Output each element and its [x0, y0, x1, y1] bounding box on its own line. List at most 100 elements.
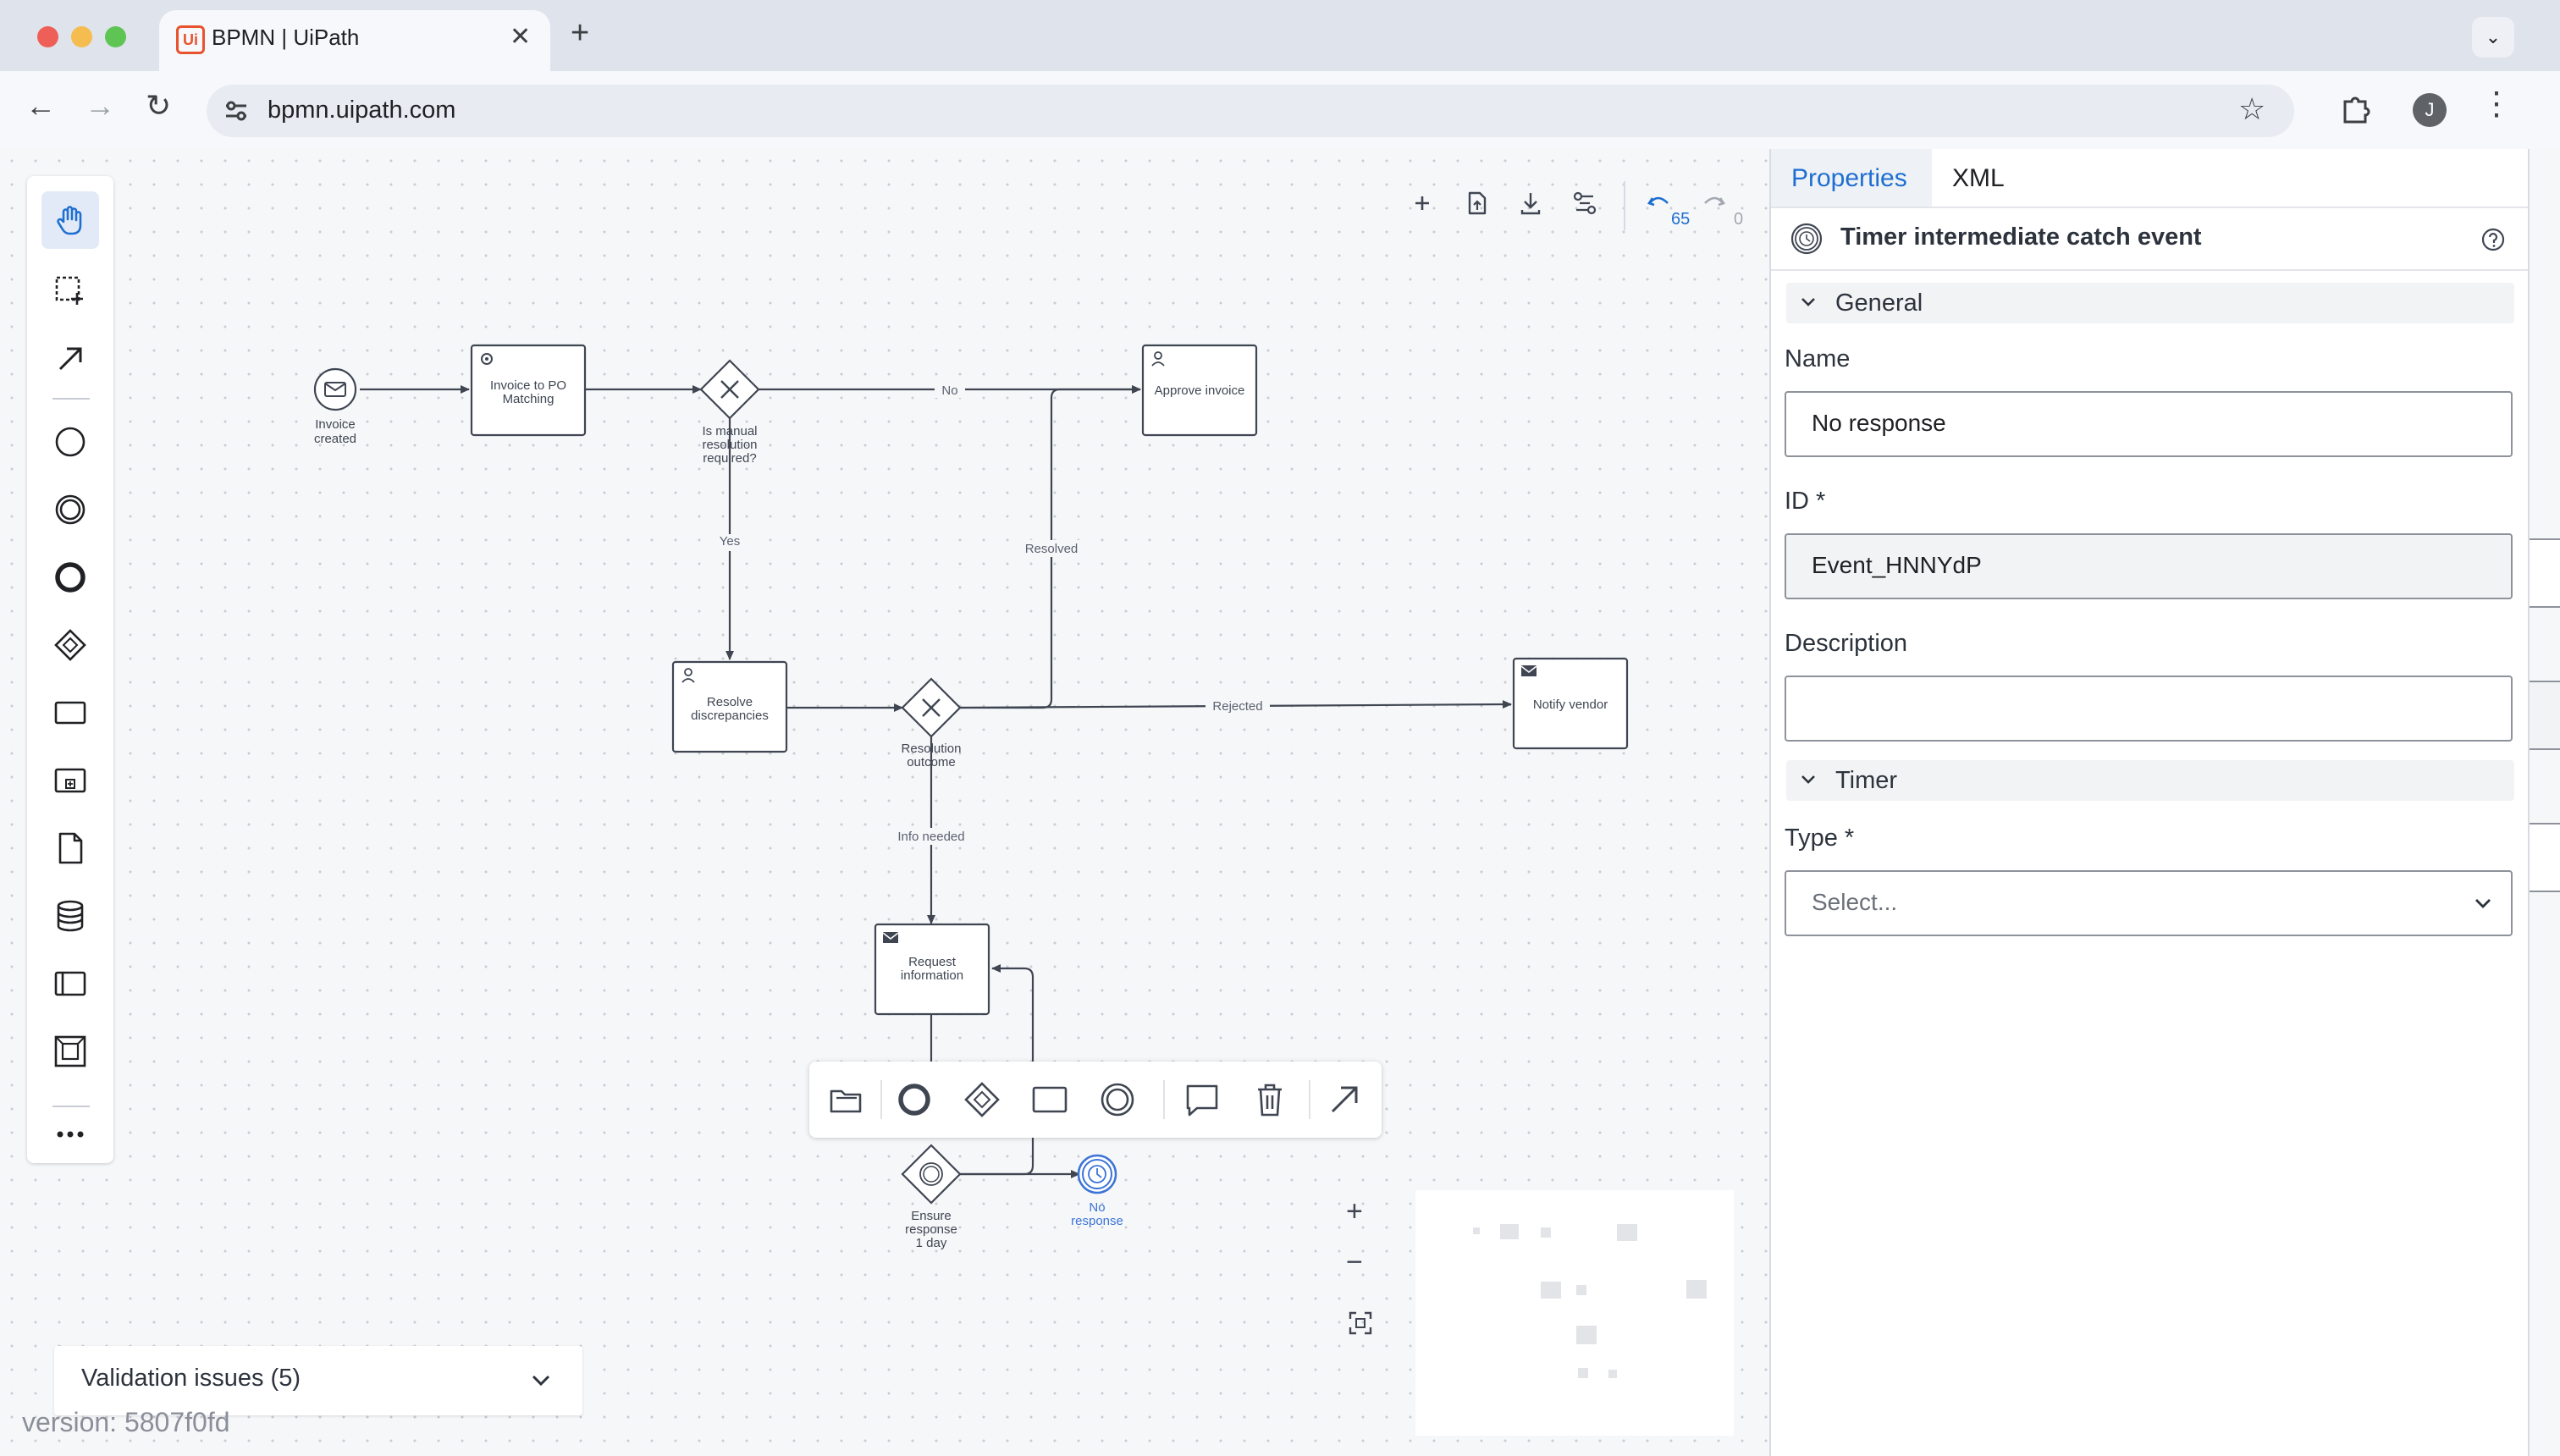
envelope-icon: [1520, 665, 1537, 676]
svg-text:1 day: 1 day: [916, 1236, 947, 1250]
task-request-information[interactable]: Request information: [874, 923, 990, 1016]
svg-text:outcome: outcome: [907, 755, 956, 769]
more-tools-icon[interactable]: [41, 1117, 99, 1153]
forward-arrow-icon[interactable]: →: [85, 88, 115, 123]
append-task-icon[interactable]: [1029, 1079, 1070, 1124]
gateway-resolution-outcome[interactable]: Resolution outcome: [901, 677, 962, 769]
reload-icon[interactable]: ↻: [146, 88, 172, 123]
svg-text:discrepancies: discrepancies: [691, 709, 769, 723]
user-icon: [681, 668, 695, 683]
chevron-down-icon: [2475, 899, 2491, 908]
address-bar[interactable]: bpmn.uipath.com ☆: [207, 85, 2294, 137]
auto-layout-icon[interactable]: [1568, 186, 1602, 224]
connect-icon[interactable]: [1324, 1079, 1365, 1124]
profile-avatar[interactable]: J: [2413, 93, 2447, 127]
svg-text:Invoice to PO: Invoice to PO: [490, 378, 566, 393]
minimize-window-button[interactable]: [71, 26, 92, 47]
edge-label-info-needed: Info needed: [897, 830, 964, 844]
maximize-window-button[interactable]: [105, 26, 126, 47]
zoom-in-button[interactable]: +: [1346, 1195, 1363, 1227]
version-label: version: 5807f0fd: [22, 1407, 230, 1437]
svg-text:Resolution: Resolution: [902, 742, 962, 756]
validation-issues-dropdown[interactable]: Validation issues (5): [54, 1346, 582, 1415]
connect-arrow-icon[interactable]: [41, 328, 99, 386]
download-icon[interactable]: [1514, 186, 1548, 224]
edge-label-rejected: Rejected: [1212, 699, 1262, 714]
validation-issues-label: Validation issues (5): [81, 1365, 301, 1392]
subprocess-icon[interactable]: [41, 752, 99, 809]
open-file-icon[interactable]: [1459, 186, 1493, 224]
data-store-icon[interactable]: [41, 887, 99, 945]
svg-text:resolution: resolution: [702, 438, 757, 452]
zoom-out-button[interactable]: −: [1346, 1246, 1363, 1278]
help-icon[interactable]: [2480, 227, 2506, 256]
create-diagram-icon[interactable]: [1405, 186, 1439, 224]
editor-toolbar: 65 0: [1405, 181, 1761, 237]
append-gateway-icon[interactable]: [962, 1079, 1002, 1124]
type-select[interactable]: Select...: [1785, 870, 2513, 936]
url-text: bpmn.uipath.com: [268, 97, 456, 124]
browser-tab[interactable]: Ui BPMN | UiPath ✕: [159, 10, 550, 71]
section-timer[interactable]: Timer: [1786, 760, 2514, 801]
palette-divider: [52, 398, 90, 400]
toolbar-divider: [1624, 181, 1625, 230]
bpmn-canvas[interactable]: No Yes Resolved Rejected Info needed Inv…: [0, 149, 1769, 1456]
task-approve-invoice[interactable]: Approve invoice: [1141, 344, 1258, 437]
secondary-panel-edge: [2528, 149, 2560, 1456]
task-resolve-discrepancies[interactable]: Resolve discrepancies: [671, 660, 788, 753]
timer-event-no-response[interactable]: No response: [1071, 1154, 1123, 1228]
new-tab-button[interactable]: +: [571, 15, 590, 51]
close-tab-icon[interactable]: ✕: [510, 23, 532, 51]
tab-search-chevron-icon[interactable]: ⌄: [2472, 17, 2514, 58]
start-event-invoice-created[interactable]: Invoice created: [313, 367, 357, 446]
fit-viewport-icon[interactable]: [1348, 1310, 1373, 1340]
gateway-icon[interactable]: [41, 616, 99, 674]
data-object-icon[interactable]: [41, 819, 99, 877]
description-input[interactable]: [1785, 676, 2513, 742]
gateway-manual-resolution[interactable]: Is manual resolution required?: [699, 359, 760, 466]
chevron-down-icon: [1801, 298, 1815, 306]
edge-label-no: No: [941, 383, 957, 398]
gateway-ensure-response[interactable]: Ensure response 1 day: [901, 1144, 962, 1250]
uipath-favicon-icon: Ui: [176, 25, 205, 54]
append-end-event-icon[interactable]: [894, 1079, 935, 1124]
add-annotation-icon[interactable]: [1182, 1079, 1222, 1124]
id-input[interactable]: Event_HNNYdP: [1785, 533, 2513, 599]
browser-menu-icon[interactable]: ⋮: [2480, 86, 2513, 122]
hand-tool-icon[interactable]: [41, 191, 99, 249]
edge-label-yes: Yes: [720, 534, 740, 549]
task-icon[interactable]: [41, 684, 99, 742]
append-intermediate-event-icon[interactable]: [1097, 1079, 1138, 1124]
append-subprocess-icon[interactable]: [826, 1079, 867, 1124]
extensions-puzzle-icon[interactable]: [2338, 91, 2372, 130]
delete-icon[interactable]: [1250, 1079, 1290, 1124]
close-window-button[interactable]: [37, 26, 58, 47]
task-notify-vendor[interactable]: Notify vendor: [1512, 657, 1629, 750]
intermediate-event-icon[interactable]: [41, 481, 99, 538]
minimap[interactable]: [1415, 1190, 1734, 1436]
pool-icon[interactable]: [41, 955, 99, 1012]
svg-text:Approve invoice: Approve invoice: [1155, 383, 1245, 398]
back-arrow-icon[interactable]: ←: [25, 88, 56, 123]
lasso-select-icon[interactable]: [41, 261, 99, 318]
chevron-down-icon: [1801, 775, 1815, 784]
browser-toolbar: ← → ↻ bpmn.uipath.com ☆ J ⋮: [0, 71, 2560, 149]
svg-text:Matching: Matching: [503, 392, 554, 406]
tab-title: BPMN | UiPath: [212, 25, 360, 50]
undo-icon[interactable]: [1642, 186, 1676, 224]
process-diagram[interactable]: No Yes Resolved Rejected Info needed Inv…: [0, 149, 1769, 1456]
svg-text:Invoice: Invoice: [315, 417, 356, 432]
tab-properties[interactable]: Properties: [1771, 149, 1932, 207]
task-invoice-to-po-matching[interactable]: Invoice to PO Matching: [470, 344, 587, 437]
redo-count: 0: [1734, 210, 1744, 229]
section-general[interactable]: General: [1786, 283, 2514, 323]
group-icon[interactable]: [41, 1023, 99, 1080]
bookmark-star-icon[interactable]: ☆: [2238, 91, 2266, 126]
start-event-icon[interactable]: [41, 413, 99, 471]
redo-icon[interactable]: [1697, 186, 1730, 224]
element-header: Timer intermediate catch event: [1771, 208, 2530, 271]
name-input[interactable]: No response: [1785, 391, 2513, 457]
end-event-icon[interactable]: [41, 549, 99, 606]
tab-xml[interactable]: XML: [1952, 164, 2005, 192]
site-info-icon[interactable]: [223, 98, 249, 128]
